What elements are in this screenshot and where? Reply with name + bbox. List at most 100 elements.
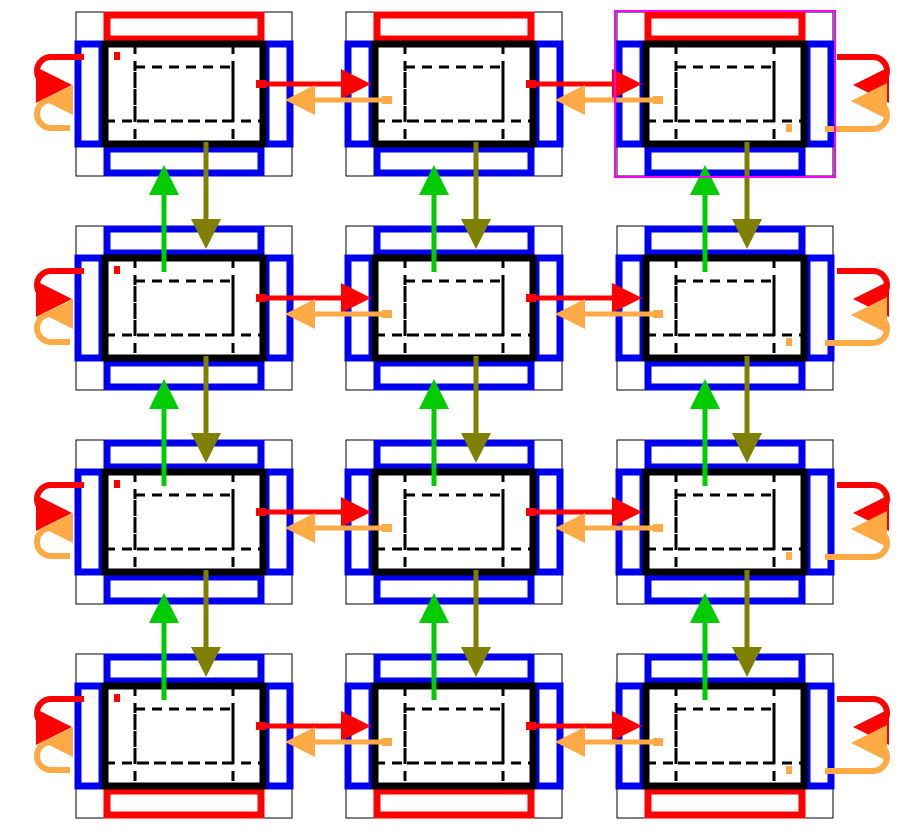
arrow-orange-tail xyxy=(653,524,663,532)
tile-core-frame xyxy=(371,40,537,148)
marker-red xyxy=(114,480,120,488)
tile-interior-dashed xyxy=(133,493,235,551)
halo-bar-right xyxy=(262,682,294,790)
curl-red-left xyxy=(34,696,84,745)
domain-tile-r1-c1 xyxy=(344,225,564,391)
halo-bar-left xyxy=(615,40,647,148)
arrow-red-tail xyxy=(256,508,266,516)
arrow-orange-tail xyxy=(382,310,392,318)
halo-bar-left xyxy=(344,254,376,362)
halo-bar-right xyxy=(262,254,294,362)
halo-bar-right xyxy=(532,40,564,148)
boundary-bar-top xyxy=(644,11,806,43)
halo-bar-top xyxy=(644,653,806,685)
curl-red-right xyxy=(837,696,890,745)
domain-tile-r0-c0 xyxy=(74,11,294,177)
curl-red-left xyxy=(34,482,84,531)
halo-bar-top xyxy=(373,653,535,685)
tile-interior-dashed xyxy=(674,707,776,765)
halo-bar-bottom xyxy=(373,573,535,605)
marker-red xyxy=(114,266,120,274)
tile-core-frame xyxy=(642,40,808,148)
arrow-red-tail xyxy=(526,80,536,88)
curl-red-right xyxy=(837,268,890,317)
arrow-orange-tail xyxy=(653,310,663,318)
tile-interior-dashed xyxy=(674,493,776,551)
arrow-orange-tail xyxy=(653,96,663,104)
domain-tile-r2-c1 xyxy=(344,439,564,605)
halo-bar-left xyxy=(344,40,376,148)
tile-interior-dashed xyxy=(133,707,235,765)
halo-bar-top xyxy=(373,225,535,257)
tile-interior-dashed xyxy=(403,279,505,337)
boundary-bar-bottom xyxy=(103,787,265,819)
halo-bar-right xyxy=(532,468,564,576)
tile-interior-dashed xyxy=(403,707,505,765)
halo-bar-left xyxy=(615,254,647,362)
marker-orange xyxy=(786,338,792,346)
arrow-red-tail xyxy=(526,722,536,730)
boundary-bar-top xyxy=(103,11,265,43)
tile-core-frame xyxy=(642,254,808,362)
tile-interior-dashed xyxy=(403,65,505,123)
marker-red xyxy=(114,694,120,702)
boundary-bar-bottom xyxy=(644,787,806,819)
curl-orange-left xyxy=(34,525,70,559)
curl-orange-left xyxy=(34,311,70,345)
halo-bar-bottom xyxy=(373,145,535,177)
domain-tile-r0-c1 xyxy=(344,11,564,177)
halo-bar-top xyxy=(644,439,806,471)
curl-red-right xyxy=(837,54,890,103)
halo-bar-left xyxy=(615,468,647,576)
arrow-red-tail xyxy=(256,80,266,88)
curl-orange-left xyxy=(34,739,70,773)
marker-red xyxy=(114,52,120,60)
tile-interior-dashed xyxy=(674,65,776,123)
halo-bar-bottom xyxy=(103,359,265,391)
boundary-bar-top xyxy=(373,11,535,43)
arrow-orange-tail xyxy=(382,524,392,532)
halo-bar-left xyxy=(344,682,376,790)
curl-orange-right xyxy=(825,83,890,132)
arrow-orange-tail xyxy=(653,738,663,746)
tile-core-frame xyxy=(371,682,537,790)
halo-bar-bottom xyxy=(644,145,806,177)
halo-bar-bottom xyxy=(644,359,806,391)
halo-bar-top xyxy=(103,653,265,685)
domain-tile-r0-c2 xyxy=(615,11,835,177)
arrow-red-tail xyxy=(256,722,266,730)
halo-bar-bottom xyxy=(103,573,265,605)
tile-interior-dashed xyxy=(403,493,505,551)
curl-orange-right xyxy=(825,511,890,560)
domain-tile-r1-c2 xyxy=(615,225,835,391)
tile-core-frame xyxy=(101,468,267,576)
tile-core-frame xyxy=(101,40,267,148)
curl-orange-right xyxy=(825,297,890,346)
halo-bar-left xyxy=(344,468,376,576)
halo-bar-top xyxy=(103,439,265,471)
halo-bar-right xyxy=(532,682,564,790)
halo-bar-left xyxy=(615,682,647,790)
halo-bar-bottom xyxy=(644,573,806,605)
domain-tile-r1-c0 xyxy=(74,225,294,391)
curl-red-right xyxy=(837,482,890,531)
halo-bar-right xyxy=(532,254,564,362)
tile-core-frame xyxy=(101,254,267,362)
tile-core-frame xyxy=(101,682,267,790)
domain-tile-r3-c2 xyxy=(615,653,835,819)
halo-bar-top xyxy=(644,225,806,257)
arrow-red-tail xyxy=(526,508,536,516)
boundary-bar-bottom xyxy=(373,787,535,819)
marker-orange xyxy=(786,124,792,132)
curl-orange-left xyxy=(34,97,70,131)
curl-red-left xyxy=(34,54,84,103)
curl-orange-right xyxy=(825,725,890,774)
domain-tile-r2-c2 xyxy=(615,439,835,605)
halo-bar-right xyxy=(262,468,294,576)
tile-core-frame xyxy=(642,682,808,790)
tile-interior-dashed xyxy=(133,65,235,123)
halo-bar-bottom xyxy=(103,145,265,177)
tile-interior-dashed xyxy=(133,279,235,337)
